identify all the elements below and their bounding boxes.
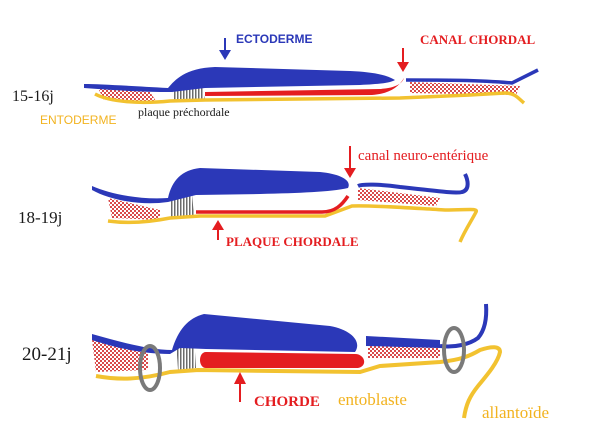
stage2-entoderm-line [107, 204, 479, 243]
stage1-mesoderm-right [410, 82, 520, 95]
stage2-mesoderm-right [358, 188, 440, 206]
stage2-canal-arrow [344, 146, 356, 178]
stage2-mesoderm-left [108, 198, 160, 220]
stage1-canal-label: CANAL CHORDAL [420, 32, 536, 47]
stage1-mesoderm-left [98, 88, 156, 101]
stage1-label: 15-16j [12, 88, 54, 105]
stage3-ectoderm-right-line [439, 303, 489, 349]
stage-1-diagram [84, 38, 539, 105]
stage3-chorde-label: CHORDE [254, 394, 320, 410]
stage3-chorde-arrow [234, 372, 246, 402]
stage3-chorde [200, 352, 365, 368]
stage2-canal-label: canal neuro-entérique [358, 148, 489, 164]
stage1-ectoderme-arrow [219, 38, 231, 60]
stage3-mesoderm-left [92, 340, 148, 372]
stage2-ectoderm-right [357, 173, 470, 195]
stage1-entoderme-label: ENTODERME [40, 113, 116, 127]
stage1-chordal-canal [205, 78, 404, 96]
stage1-entoderm-line [94, 91, 526, 105]
stage3-ring-right [442, 326, 466, 374]
stage3-entoderm-line [95, 345, 503, 419]
stage1-canal-arrow [397, 48, 409, 72]
stage1-ectoderm-right [405, 68, 539, 85]
stage3-label: 20-21j [22, 344, 72, 365]
stage2-plaque-label: PLAQUE CHORDALE [226, 234, 359, 249]
stage3-entoblaste-label: entoblaste [338, 390, 407, 409]
stage3-allantoide-label: allantoïde [482, 403, 549, 422]
stage-2-diagram [92, 146, 479, 243]
stage-3-diagram [92, 303, 503, 419]
stage2-ectoderm [92, 168, 349, 204]
stage2-label: 18-19j [18, 208, 62, 227]
stage1-ectoderm [84, 67, 395, 92]
stage1-plaque-label: plaque préchordale [138, 105, 230, 119]
stage3-ring-left [138, 344, 162, 392]
stage1-ectoderme-label: ECTODERME [236, 32, 312, 46]
stage2-plaque-arrow [212, 220, 224, 240]
stage3-ectoderm-right [366, 336, 440, 348]
stage2-plaque-chordale [196, 195, 350, 214]
stage3-ectoderm [92, 314, 358, 354]
